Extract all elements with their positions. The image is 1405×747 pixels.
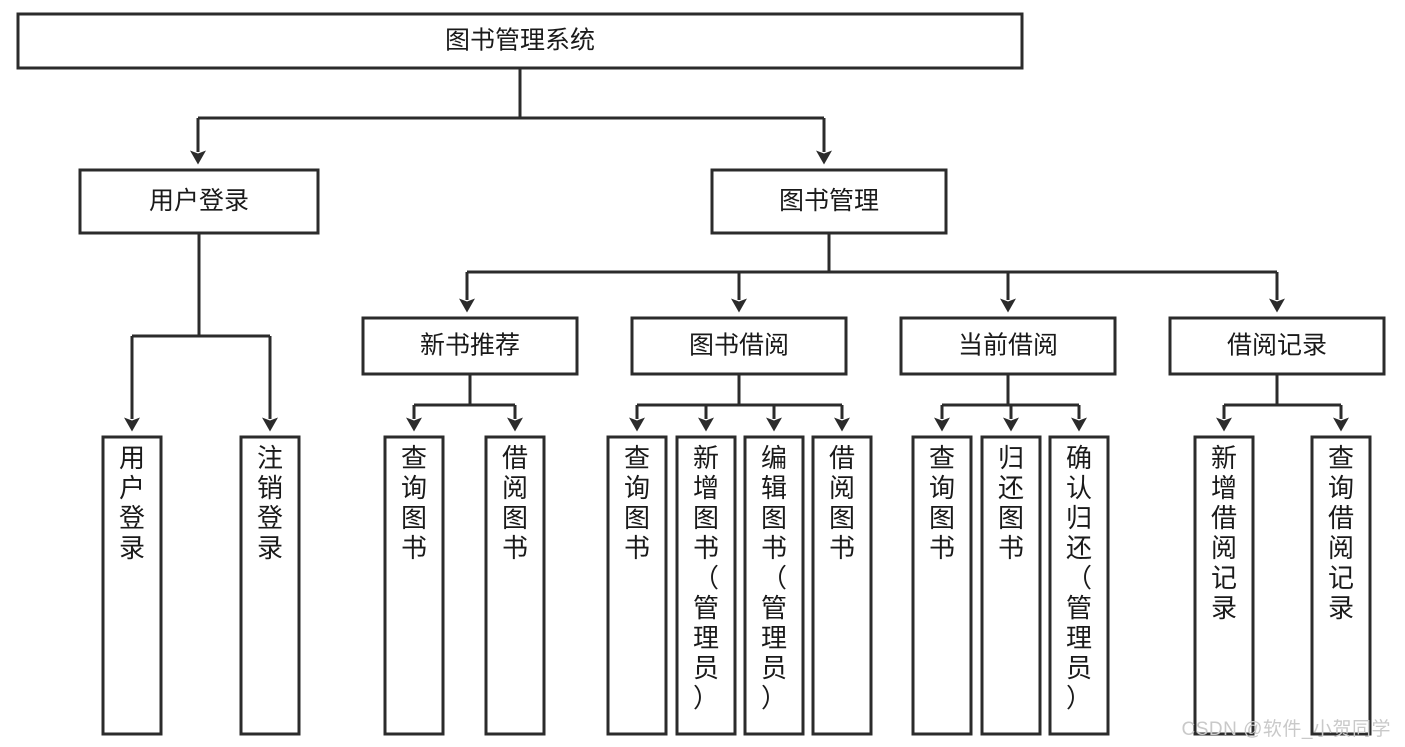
- node-label-current-borrow: 当前借阅: [958, 332, 1058, 360]
- node-book-manage[interactable]: 图书管理: [710, 168, 948, 235]
- node-book-borrow[interactable]: 图书借阅: [630, 316, 848, 376]
- node-box-leaf-query-book-1: [383, 435, 445, 736]
- node-leaf-borrow-book-1[interactable]: 借阅图书: [484, 435, 546, 736]
- node-leaf-query-book-2[interactable]: 查询图书: [606, 435, 668, 736]
- node-box-leaf-return-book: [980, 435, 1042, 736]
- node-box-leaf-add-record: [1193, 435, 1255, 736]
- node-leaf-edit-book[interactable]: 编辑图书（管理员）: [743, 435, 805, 736]
- node-box-leaf-add-book: [675, 435, 737, 736]
- node-label-book-borrow: 图书借阅: [689, 332, 789, 360]
- node-box-current-borrow: [899, 316, 1117, 376]
- node-leaf-user-login[interactable]: 用户登录: [101, 435, 163, 736]
- node-borrow-record[interactable]: 借阅记录: [1168, 316, 1386, 376]
- node-box-borrow-record: [1168, 316, 1386, 376]
- node-label-leaf-edit-book: 编辑图书（管理员）: [761, 443, 787, 713]
- node-label-leaf-query-record: 查询借阅记录: [1328, 443, 1354, 623]
- connector-root-to-level2: [190, 68, 832, 165]
- node-box-book-borrow: [630, 316, 848, 376]
- node-leaf-add-book[interactable]: 新增图书（管理员）: [675, 435, 737, 736]
- node-box-user-login: [78, 168, 320, 235]
- node-layer: 图书管理系统用户登录图书管理新书推荐图书借阅当前借阅借阅记录用户登录注销登录查询…: [16, 12, 1386, 736]
- node-current-borrow[interactable]: 当前借阅: [899, 316, 1117, 376]
- node-box-new-book-recommend: [361, 316, 579, 376]
- node-box-leaf-borrow-book-2: [811, 435, 873, 736]
- node-leaf-confirm-return[interactable]: 确认归还（管理员）: [1048, 435, 1110, 736]
- node-leaf-add-record[interactable]: 新增借阅记录: [1193, 435, 1255, 736]
- node-label-book-manage: 图书管理: [779, 187, 879, 215]
- node-root[interactable]: 图书管理系统: [16, 12, 1024, 70]
- node-box-leaf-user-login: [101, 435, 163, 736]
- node-box-leaf-logout: [239, 435, 301, 736]
- node-box-root: [16, 12, 1024, 70]
- node-box-leaf-query-book-3: [911, 435, 973, 736]
- node-box-leaf-query-book-2: [606, 435, 668, 736]
- node-label-leaf-add-record: 新增借阅记录: [1211, 443, 1237, 623]
- node-label-leaf-add-book: 新增图书（管理员）: [693, 443, 719, 713]
- node-label-leaf-return-book: 归还图书: [998, 443, 1024, 563]
- node-box-leaf-borrow-book-1: [484, 435, 546, 736]
- node-label-leaf-query-book-1: 查询图书: [401, 443, 427, 563]
- node-leaf-query-record[interactable]: 查询借阅记录: [1310, 435, 1372, 736]
- connector-bookborrow-to-leaves: [629, 374, 850, 432]
- csdn-watermark: CSDN @软件_小贺同学: [1181, 719, 1391, 740]
- node-box-leaf-edit-book: [743, 435, 805, 736]
- node-label-leaf-query-book-3: 查询图书: [929, 443, 955, 563]
- node-label-leaf-confirm-return: 确认归还（管理员）: [1066, 443, 1092, 713]
- node-label-leaf-query-book-2: 查询图书: [624, 443, 650, 563]
- node-new-book-recommend[interactable]: 新书推荐: [361, 316, 579, 376]
- connector-userlogin-to-leaves: [124, 233, 278, 432]
- node-leaf-query-book-1[interactable]: 查询图书: [383, 435, 445, 736]
- node-leaf-logout[interactable]: 注销登录: [239, 435, 301, 736]
- connector-currentborrow-to-leaves: [934, 374, 1087, 432]
- node-leaf-borrow-book-2[interactable]: 借阅图书: [811, 435, 873, 736]
- node-label-leaf-logout: 注销登录: [257, 443, 283, 563]
- node-box-book-manage: [710, 168, 948, 235]
- node-user-login[interactable]: 用户登录: [78, 168, 320, 235]
- node-label-borrow-record: 借阅记录: [1227, 332, 1327, 360]
- node-label-leaf-borrow-book-2: 借阅图书: [829, 443, 855, 563]
- node-label-new-book-recommend: 新书推荐: [420, 332, 520, 360]
- node-label-root: 图书管理系统: [445, 27, 595, 55]
- connector-newbook-to-leaves: [406, 374, 523, 432]
- connector-borrowrecord-to-leaves: [1216, 374, 1349, 432]
- node-label-leaf-borrow-book-1: 借阅图书: [502, 443, 528, 563]
- connector-bookmanage-to-level3: [459, 233, 1285, 313]
- node-leaf-query-book-3[interactable]: 查询图书: [911, 435, 973, 736]
- node-label-leaf-user-login: 用户登录: [119, 443, 145, 563]
- node-label-user-login: 用户登录: [149, 187, 249, 215]
- node-leaf-return-book[interactable]: 归还图书: [980, 435, 1042, 736]
- node-box-leaf-confirm-return: [1048, 435, 1110, 736]
- node-box-leaf-query-record: [1310, 435, 1372, 736]
